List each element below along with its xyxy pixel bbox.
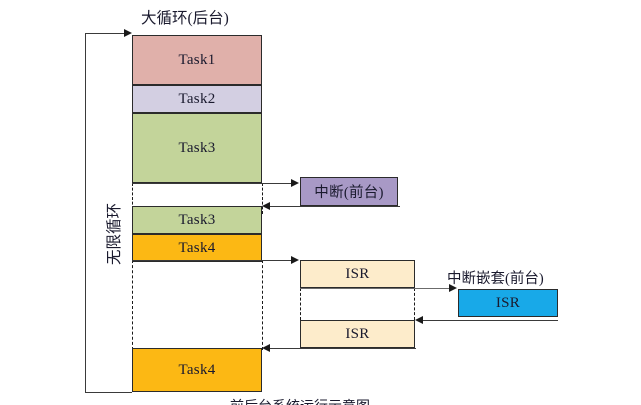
isr-block-lower: ISR [300, 320, 415, 348]
isr-block-label: ISR [345, 265, 370, 282]
arrow-to-interrupt-head [291, 178, 299, 187]
main-loop-title: 大循环(后台) [141, 10, 229, 27]
diagram-caption: 前后台系统运行示意图 [230, 396, 460, 405]
arrow-from-isr-head [262, 343, 270, 352]
task-block-label: Task2 [178, 90, 216, 107]
task-block-task3-lower: Task3 [132, 206, 262, 234]
interrupt-block: 中断(前台) [300, 177, 398, 206]
nested-isr-block: ISR [458, 289, 558, 317]
infinite-loop-bracket-top [85, 33, 125, 34]
arrow-from-interrupt-line [270, 206, 400, 207]
infinite-loop-bracket-bottom [85, 392, 132, 393]
arrow-to-interrupt-line [132, 183, 292, 184]
arrow-from-nested-isr-line [423, 320, 558, 321]
dashed-guide-isr-left [300, 288, 301, 320]
nested-isr-label: ISR [495, 294, 521, 311]
task-block-label: Task3 [178, 139, 216, 156]
arrow-from-interrupt-head [262, 201, 270, 210]
nested-interrupt-title: 中断嵌套(前台) [447, 271, 544, 287]
dashed-guide-right-upper [262, 183, 263, 214]
arrow-from-nested-isr-head [415, 315, 423, 324]
task-block-task2: Task2 [132, 85, 262, 113]
arrow-to-nested-isr-head [449, 284, 457, 292]
isr-block-label: ISR [345, 325, 370, 342]
isr-block-upper: ISR [300, 260, 415, 288]
infinite-loop-label: 无限循环 [106, 202, 123, 265]
dashed-guide-right-lower [262, 260, 263, 350]
arrow-to-nested-isr-line [300, 288, 450, 289]
arrow-to-isr-head [291, 255, 299, 264]
interrupt-block-label: 中断(前台) [314, 185, 384, 201]
task-block-task1: Task1 [132, 35, 262, 85]
task-block-task3-upper: Task3 [132, 113, 262, 183]
infinite-loop-bracket-vertical [85, 33, 86, 392]
task-block-label: Task1 [178, 51, 216, 68]
dashed-guide-isr-right [414, 288, 415, 320]
task-block-label: Task4 [178, 361, 216, 378]
infinite-loop-arrowhead [124, 28, 132, 37]
task-block-label: Task3 [178, 211, 216, 228]
task-block-task4-upper: Task4 [132, 234, 262, 262]
task-block-label: Task4 [178, 239, 216, 256]
arrow-from-isr-line [270, 348, 416, 349]
dashed-guide-left-lower [132, 260, 133, 350]
dashed-guide-left-upper [132, 183, 133, 214]
task-block-task4-lower: Task4 [132, 348, 262, 392]
arrow-to-isr-line [132, 260, 292, 261]
